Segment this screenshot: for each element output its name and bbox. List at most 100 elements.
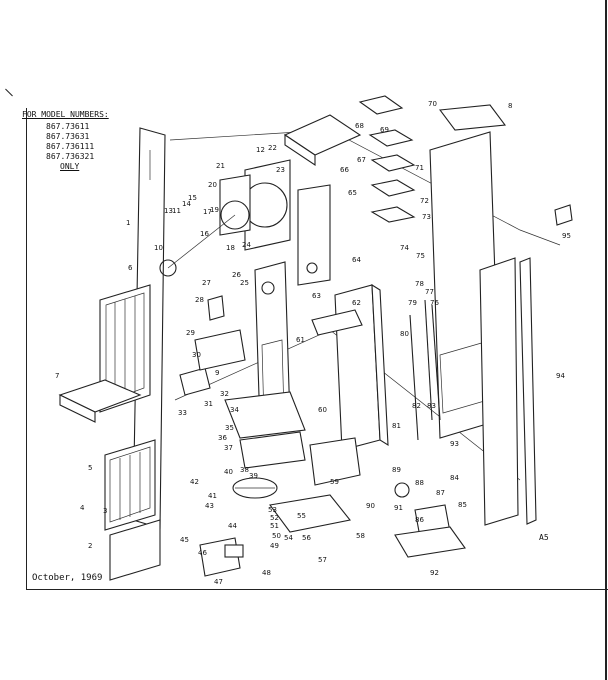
callout-56: 56 [302, 534, 311, 542]
lower-grille [104, 439, 156, 531]
date-stamp: October, 1969 [32, 573, 103, 583]
callout-30: 30 [192, 351, 201, 359]
callout-14: 14 [182, 200, 191, 208]
callout-46: 46 [198, 549, 207, 557]
callout-36: 36 [218, 434, 227, 442]
callout-90: 90 [366, 502, 375, 510]
callout-labels: 1 2 3 4 5 6 7 8 10 12 13 14 15 16 17 18 … [55, 100, 571, 586]
callout-54: 54 [284, 534, 293, 542]
callout-12: 12 [256, 146, 265, 154]
callout-31: 31 [204, 400, 213, 408]
callout-45: 45 [180, 536, 189, 544]
callout-11: 11 [172, 207, 181, 215]
callout-74: 74 [400, 244, 409, 252]
model-numbers-header: FOR MODEL NUMBERS: [22, 110, 109, 119]
model-number: 867.73631 [46, 132, 90, 141]
frame-right-border [605, 0, 607, 680]
callout-40: 40 [224, 468, 233, 476]
callout-48: 48 [262, 569, 271, 577]
callout-83: 83 [427, 402, 436, 410]
callout-43: 43 [205, 502, 214, 510]
callout-63: 63 [312, 292, 321, 300]
top-plates [283, 95, 507, 223]
right-side-panel [429, 131, 573, 526]
callout-78: 78 [415, 280, 424, 288]
callout-57: 57 [318, 556, 327, 564]
callout-86: 86 [415, 516, 424, 524]
callout-77: 77 [425, 288, 434, 296]
callout-84: 84 [450, 474, 459, 482]
callout-25: 25 [240, 279, 249, 287]
callout-39: 39 [249, 472, 258, 480]
callout-55: 55 [297, 512, 306, 520]
callout-59: 59 [330, 478, 339, 486]
callout-94: 94 [556, 372, 565, 380]
callout-60: 60 [318, 406, 327, 414]
callout-44: 44 [228, 522, 237, 530]
callout-85: 85 [458, 501, 467, 509]
callout-88: 88 [415, 479, 424, 487]
callout-50: 50 [272, 532, 281, 540]
callout-7: 7 [55, 372, 59, 380]
callout-42: 42 [190, 478, 199, 486]
callout-3: 3 [103, 507, 107, 515]
callout-29: 29 [186, 329, 195, 337]
callout-49: 49 [270, 542, 279, 550]
burner-assembly [199, 477, 351, 577]
callout-24: 24 [242, 241, 251, 249]
callout-61: 61 [296, 336, 305, 344]
callout-19: 19 [210, 206, 219, 214]
only-label: ONLY [60, 162, 80, 171]
inner-panel [334, 283, 389, 451]
callout-32: 32 [220, 390, 229, 398]
combustion-box [224, 391, 361, 486]
callout-89: 89 [392, 466, 401, 474]
callout-23: 23 [276, 166, 285, 174]
callout-81: 81 [392, 422, 401, 430]
callout-87: 87 [436, 489, 445, 497]
frame-left-border [26, 108, 27, 590]
callout-20: 20 [208, 181, 217, 189]
model-number: 867.73611 [46, 122, 90, 131]
callout-34: 34 [230, 406, 239, 414]
callout-62: 62 [352, 299, 361, 307]
callout-17: 17 [203, 208, 212, 216]
callout-10: 10 [154, 244, 163, 252]
callout-52: 52 [270, 514, 279, 522]
callout-95: 95 [562, 232, 571, 240]
callout-76: 76 [430, 299, 439, 307]
callout-16: 16 [200, 230, 209, 238]
callout-4: 4 [80, 504, 85, 512]
callout-79: 79 [408, 299, 417, 307]
model-number: 867.736321 [46, 152, 95, 161]
callout-5: 5 [88, 464, 92, 472]
callout-2: 2 [88, 542, 92, 550]
callout-58: 58 [356, 532, 365, 540]
callout-93: 93 [450, 440, 459, 448]
callout-35: 35 [225, 424, 234, 432]
page-code: A5 [539, 533, 549, 542]
callout-92: 92 [430, 569, 439, 577]
callout-37: 37 [224, 444, 233, 452]
callout-38: 38 [240, 466, 249, 474]
callout-8: 8 [508, 102, 512, 110]
callout-73: 73 [422, 213, 431, 221]
callout-27: 27 [202, 279, 211, 287]
model-number: 867.736111 [46, 142, 95, 151]
callout-68: 68 [355, 122, 364, 130]
callout-28: 28 [195, 296, 204, 304]
callout-53: 53 [268, 506, 277, 514]
callout-51: 51 [270, 522, 279, 530]
callout-26: 26 [232, 271, 241, 279]
callout-75: 75 [416, 252, 425, 260]
callout-22: 22 [268, 144, 277, 152]
callout-72: 72 [420, 197, 429, 205]
callout-66: 66 [340, 166, 349, 174]
callout-33: 33 [178, 409, 187, 417]
rods [409, 299, 441, 441]
shelf-bracket [58, 379, 142, 423]
callout-18: 18 [226, 244, 235, 252]
upper-grille [99, 284, 151, 413]
